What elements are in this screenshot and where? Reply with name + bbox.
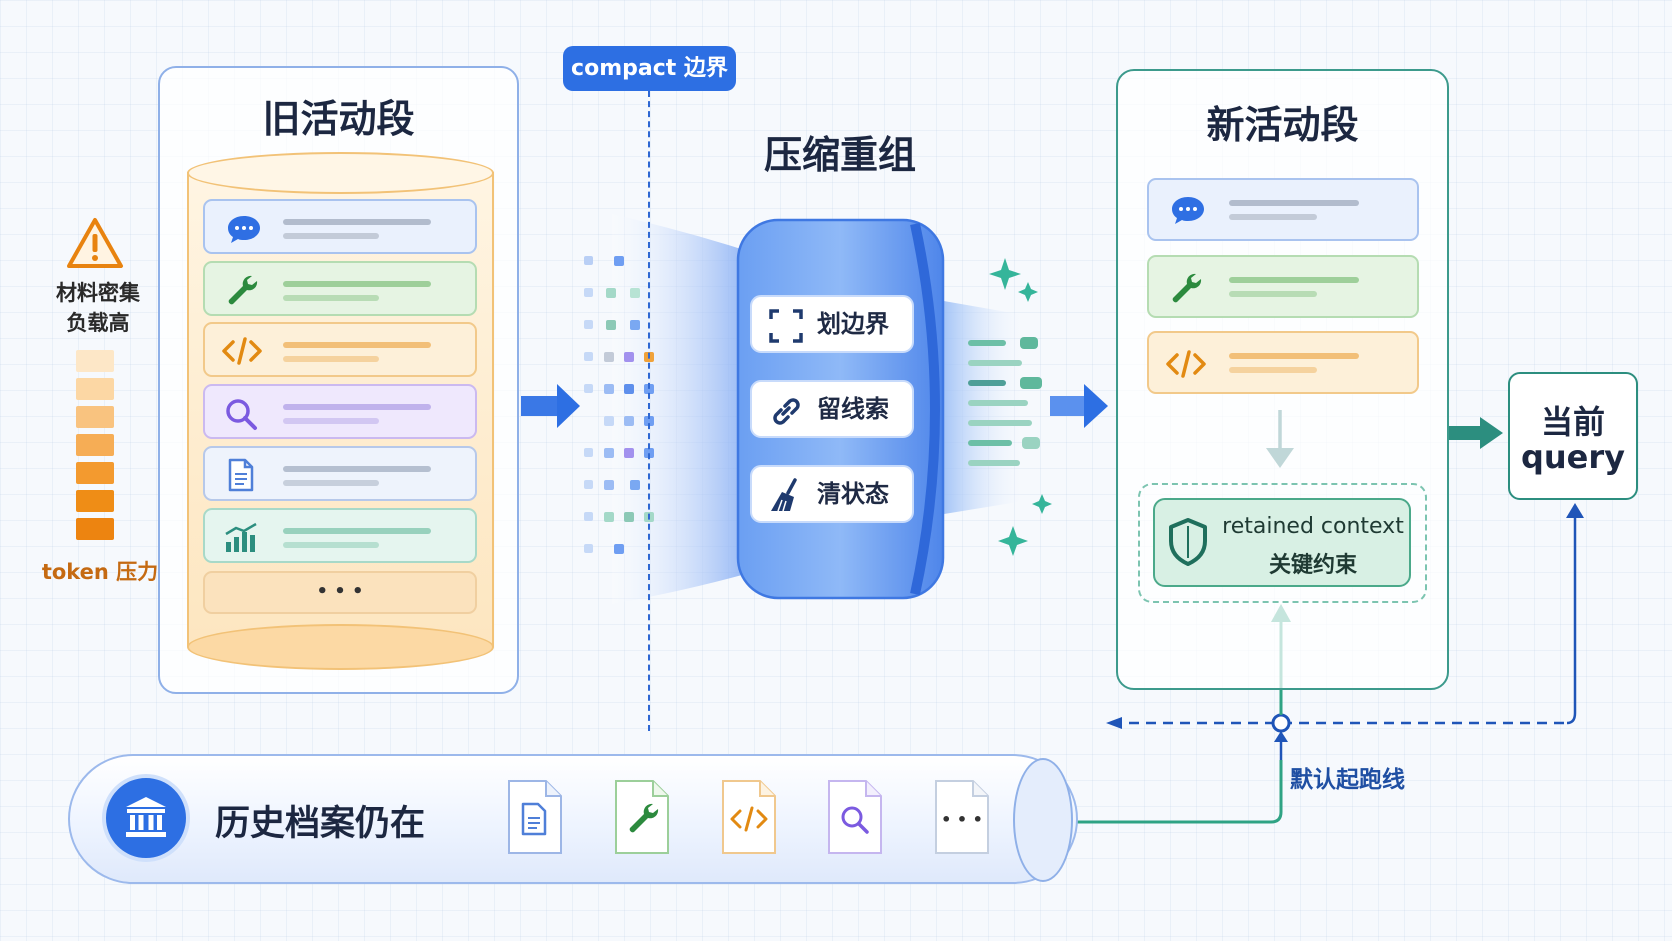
search-icon xyxy=(841,806,869,834)
pressure-bar-7 xyxy=(76,518,114,540)
chat-icon xyxy=(228,216,260,243)
compact-boundary-line xyxy=(648,91,650,731)
arrow-compress-to-new-icon xyxy=(1084,384,1108,428)
shield-icon xyxy=(1169,518,1207,566)
arrow-to-query-icon xyxy=(1480,417,1503,449)
cylinder-top xyxy=(187,152,494,194)
step-label: 清状态 xyxy=(817,480,889,508)
new-card-tool xyxy=(1147,255,1419,318)
archive-doc-tool xyxy=(615,780,669,854)
pressure-bar-5 xyxy=(76,462,114,484)
archive-tube-end xyxy=(1013,758,1073,882)
pressure-bar-4 xyxy=(76,434,114,456)
sparkle-icon xyxy=(989,258,1052,556)
old-card-tool xyxy=(203,261,477,316)
pressure-bar-6 xyxy=(76,490,114,512)
default-baseline-label: 默认起跑线 xyxy=(1290,767,1405,793)
document-icon xyxy=(228,458,254,492)
archive-icon-badge xyxy=(102,774,190,862)
current-query-label-line1: 当前 xyxy=(1540,403,1605,441)
document-icon xyxy=(521,802,547,836)
compact-boundary-tag: compact 边界 xyxy=(563,46,736,91)
broom-icon xyxy=(771,478,797,512)
key-constraints-label: 关键约束 xyxy=(1268,553,1357,578)
step-label: 划边界 xyxy=(817,310,889,338)
new-card-code xyxy=(1147,331,1419,394)
old-card-chart xyxy=(203,508,477,563)
pressure-label-line1: 材料密集 xyxy=(56,281,140,305)
bracket-frame-icon xyxy=(769,309,803,343)
pressure-bar-2 xyxy=(76,378,114,400)
current-query-label-line2: query xyxy=(1520,438,1626,476)
old-segment-title: 旧活动段 xyxy=(262,97,415,141)
current-query-box xyxy=(1508,372,1638,500)
history-archive-tube xyxy=(68,754,1078,884)
wrench-icon xyxy=(228,275,258,305)
chat-icon xyxy=(1172,197,1204,224)
cylinder-bottom xyxy=(187,624,494,670)
step-keep-clues: 留线索 xyxy=(750,380,914,438)
old-card-document xyxy=(203,446,477,501)
link-icon xyxy=(773,398,800,425)
arrow-old-to-compress-icon xyxy=(557,384,580,428)
step-label: 留线索 xyxy=(817,395,889,423)
wrench-icon xyxy=(1172,273,1202,303)
compressed-output-lines xyxy=(968,337,1042,466)
new-segment-title: 新活动段 xyxy=(1206,103,1359,147)
search-icon xyxy=(226,399,257,430)
step-mark-boundary: 划边界 xyxy=(750,295,914,353)
code-icon xyxy=(730,806,768,832)
recombine-title: 压缩重组 xyxy=(763,133,916,177)
old-card-more: • • • xyxy=(203,571,477,614)
archive-doc-search xyxy=(828,780,882,854)
retained-context-label: retained context xyxy=(1222,514,1404,539)
retained-context-frame xyxy=(1138,483,1427,603)
archive-doc-more xyxy=(935,780,989,854)
new-card-chat xyxy=(1147,178,1419,241)
pressure-bar-1 xyxy=(76,350,114,372)
pressure-bar-3 xyxy=(76,406,114,428)
token-particles xyxy=(584,256,654,554)
archive-doc-code xyxy=(722,780,776,854)
pressure-label: 材料密集 负载高 xyxy=(42,278,154,338)
old-card-search xyxy=(203,384,477,439)
token-pressure-label: token 压力 xyxy=(41,560,159,584)
archive-doc-document xyxy=(508,780,562,854)
arrow-old-to-compress-shaft xyxy=(521,396,559,416)
pressure-label-line2: 负载高 xyxy=(66,311,130,335)
more-label: • • • xyxy=(316,581,364,602)
warning-icon xyxy=(67,218,123,268)
baseline-junction xyxy=(1271,713,1291,733)
bank-icon xyxy=(126,797,166,837)
bar-chart-icon xyxy=(225,522,257,552)
archive-more-label: • • • xyxy=(941,810,983,829)
old-card-code xyxy=(203,322,477,377)
arrow-up-query-icon xyxy=(1566,503,1584,518)
code-icon xyxy=(1166,350,1206,378)
step-clear-state: 清状态 xyxy=(750,465,914,523)
history-archive-label: 历史档案仍在 xyxy=(215,804,426,844)
old-card-chat xyxy=(203,199,477,254)
wrench-icon xyxy=(629,803,659,833)
code-icon xyxy=(222,337,262,365)
retained-context-card xyxy=(1153,498,1411,587)
